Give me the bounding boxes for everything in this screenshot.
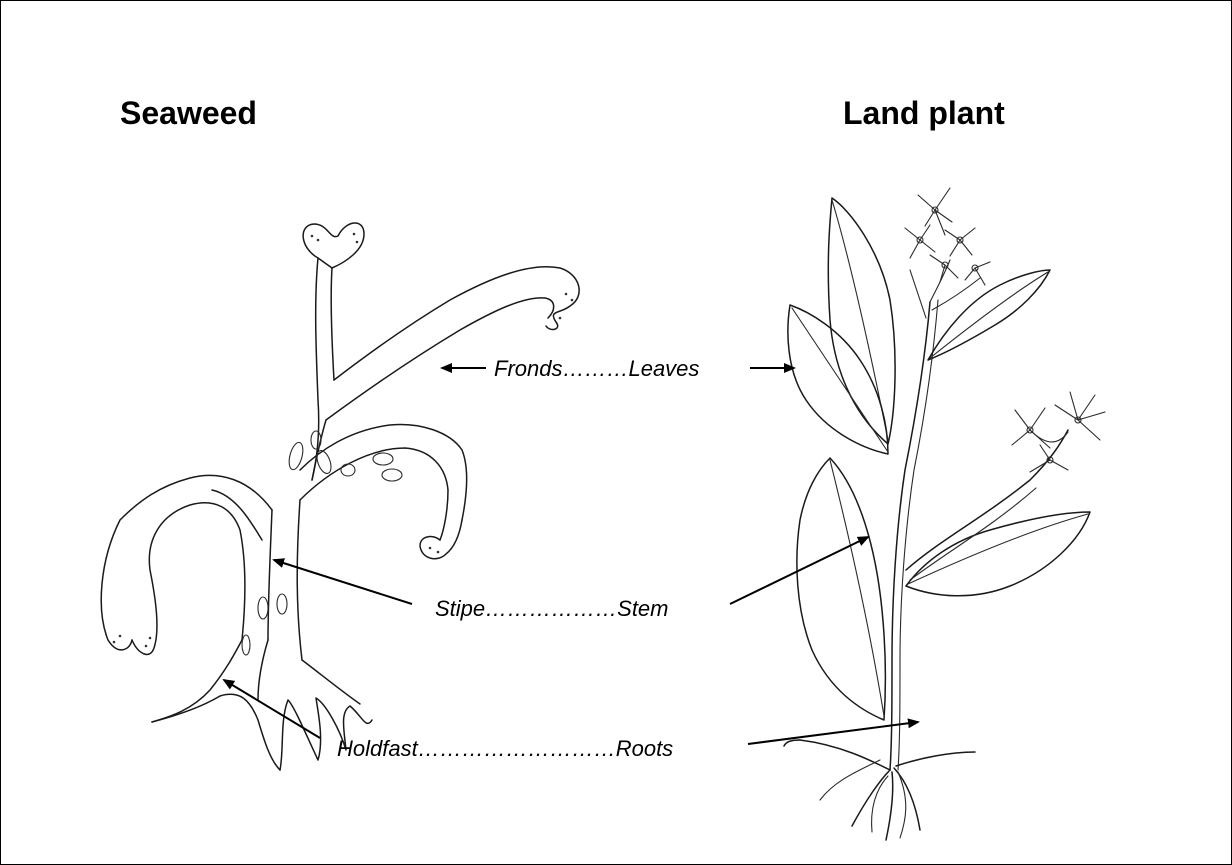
stipe-arrow — [274, 560, 412, 604]
holdfast-roots-label: Holdfast………………………Roots — [337, 736, 673, 761]
fronds-leaves-label: Fronds………Leaves — [494, 356, 699, 381]
seaweed-drawing — [101, 223, 579, 770]
land-plant-drawing — [784, 188, 1105, 840]
seaweed-title: Seaweed — [120, 95, 257, 131]
roots-arrow — [748, 722, 918, 744]
land-plant-title: Land plant — [843, 95, 1005, 131]
stipe-stem-label: Stipe………………Stem — [435, 596, 669, 621]
holdfast-arrow — [224, 680, 320, 738]
